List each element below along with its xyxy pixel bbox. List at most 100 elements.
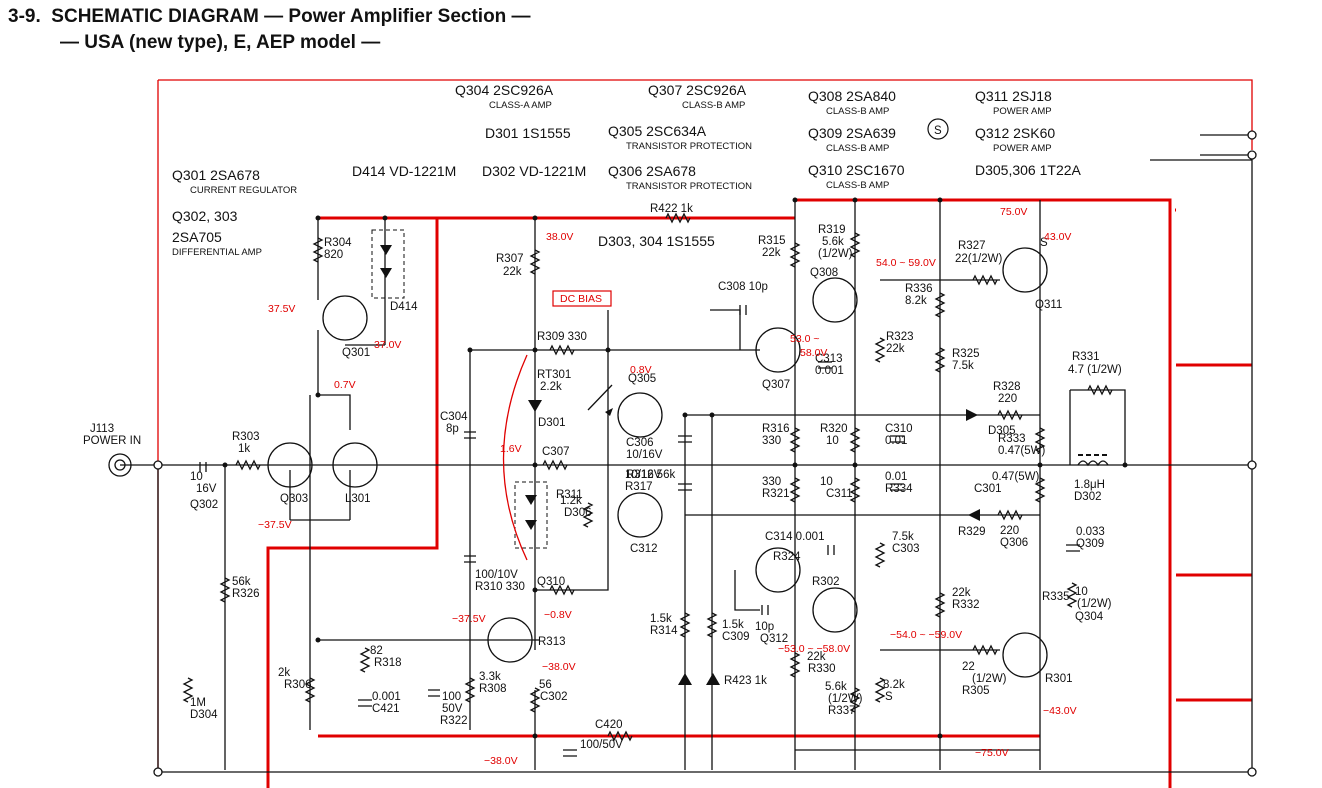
- label-73: R311: [556, 489, 583, 501]
- label-10: (1/2W): [818, 248, 853, 260]
- h-q304-function: CLASS-A AMP: [489, 100, 552, 111]
- label-36: D301: [538, 417, 566, 429]
- label-124: (1/2W): [828, 693, 863, 705]
- label-17: Q311: [1035, 299, 1062, 311]
- h-d302-label: D302 VD-1221M: [482, 163, 586, 179]
- label-3: R307: [496, 253, 524, 265]
- voltage-8: 58.0V: [800, 347, 827, 359]
- voltage-6: 0.7V: [334, 379, 356, 391]
- dc-bias-box: [552, 290, 612, 307]
- label-49: D305: [988, 425, 1016, 437]
- label-114: 3.3k: [479, 671, 501, 683]
- label-101: C309: [722, 631, 750, 643]
- label-52: C306: [626, 437, 654, 449]
- label-46: 10: [826, 435, 839, 447]
- h-d305-label: D305,306 1T22A: [975, 162, 1082, 178]
- label-121: 50V: [442, 703, 463, 715]
- label-106: R318: [374, 657, 402, 669]
- h-2sa705-label: 2SA705: [172, 229, 222, 245]
- label-88: Q310: [537, 576, 565, 588]
- label-72: D302: [1074, 491, 1102, 503]
- label-59: R321: [762, 488, 790, 500]
- voltage-7: 53.0 ~: [790, 333, 820, 345]
- h-q309-function: CLASS-B AMP: [826, 143, 889, 154]
- label-80: 0.033: [1076, 526, 1105, 538]
- frame-terminals: [153, 130, 1257, 777]
- label-34: R328: [993, 381, 1021, 393]
- label-24: R323: [886, 331, 914, 343]
- h-q312-label: Q312 2SK60: [975, 125, 1055, 141]
- label-19: C308 10p: [718, 281, 768, 293]
- label-55: C307: [542, 446, 570, 458]
- h-q304-label: Q304 2SC926A: [455, 82, 554, 98]
- voltage-2: 43.0V: [1044, 231, 1071, 243]
- voltage-18: −38.0V: [484, 755, 518, 767]
- voltage-14: −38.0V: [542, 661, 576, 673]
- label-5: R422 1k: [650, 203, 693, 215]
- label-132: C420: [595, 719, 623, 731]
- label-35: 220: [998, 393, 1017, 405]
- label-39: R303: [232, 431, 260, 443]
- label-8: R319: [818, 224, 846, 236]
- label-126: 8.2k: [883, 679, 905, 691]
- voltage-12: −37.5V: [452, 613, 486, 625]
- h-q301-function: CURRENT REGULATOR: [190, 185, 297, 196]
- label-92: 22k: [952, 587, 971, 599]
- label-48: 0.01: [885, 435, 907, 447]
- label-94: 10: [1075, 586, 1088, 598]
- label-113: R306: [284, 679, 312, 691]
- voltage-5: 37.0V: [374, 339, 401, 351]
- label-103: Q312: [760, 633, 788, 645]
- voltage-15: −53.0 ~ −58.0V: [778, 643, 850, 655]
- label-33: 4.7 (1/2W): [1068, 364, 1122, 376]
- label-90: 56k: [232, 576, 251, 588]
- label-104: R335: [1042, 591, 1070, 603]
- label-45: R320: [820, 423, 848, 435]
- label-76: R329: [958, 526, 986, 538]
- label-95: (1/2W): [1077, 598, 1112, 610]
- h-q311-function: POWER AMP: [993, 106, 1052, 117]
- h-q306-function: TRANSISTOR PROTECTION: [626, 181, 752, 192]
- label-47: C310: [885, 423, 913, 435]
- label-13: S: [1040, 237, 1048, 249]
- label-63: R334: [885, 483, 913, 495]
- label-84: 7.5k: [892, 531, 914, 543]
- label-14: Q308: [810, 267, 838, 279]
- label-22: C313: [815, 353, 843, 365]
- label-58: 330: [762, 476, 781, 488]
- h-q309-label: Q309 2SA639: [808, 125, 896, 141]
- label-7: 22k: [762, 247, 781, 259]
- label-128: R301: [1045, 673, 1073, 685]
- label-133: 100/50V: [580, 739, 623, 751]
- label-30: 2.2k: [540, 381, 562, 393]
- h-q310-function: CLASS-B AMP: [826, 180, 889, 191]
- h-q310-label: Q310 2SC1670: [808, 162, 905, 178]
- label-18: DC BIAS: [560, 293, 602, 305]
- label-54: R312 56k: [626, 469, 675, 481]
- label-115: R308: [479, 683, 507, 695]
- label-61: C311: [826, 488, 853, 500]
- h-q301-label: Q301 2SA678: [172, 167, 260, 183]
- label-29: RT301: [537, 369, 571, 381]
- h-q305-function: TRANSISTOR PROTECTION: [626, 141, 752, 152]
- h-d303-label: D303, 304 1S1555: [598, 233, 715, 249]
- supply-traces: [266, 198, 1252, 788]
- junctions: [155, 197, 1128, 739]
- voltage-13: −0.8V: [544, 609, 572, 621]
- safety-s-mark: [927, 118, 949, 140]
- voltage-9: 0.8V: [630, 364, 652, 376]
- label-60: 10: [820, 476, 833, 488]
- diagram-subtitle: — USA (new type), E, AEP model —: [60, 32, 381, 53]
- voltage-19: −75.0V: [975, 747, 1009, 759]
- capacitors: [199, 305, 1080, 757]
- h-q311-label: Q311 2SJ18: [975, 88, 1052, 104]
- label-118: 0.001: [372, 691, 401, 703]
- label-25: 22k: [886, 343, 905, 355]
- label-31: Q305: [628, 373, 656, 385]
- voltage-10: 1.6V: [500, 443, 522, 455]
- label-122: R322: [440, 715, 468, 727]
- label-12: 22(1/2W): [955, 253, 1002, 265]
- label-37: J113: [90, 423, 114, 435]
- voltage-11: −37.5V: [258, 519, 292, 531]
